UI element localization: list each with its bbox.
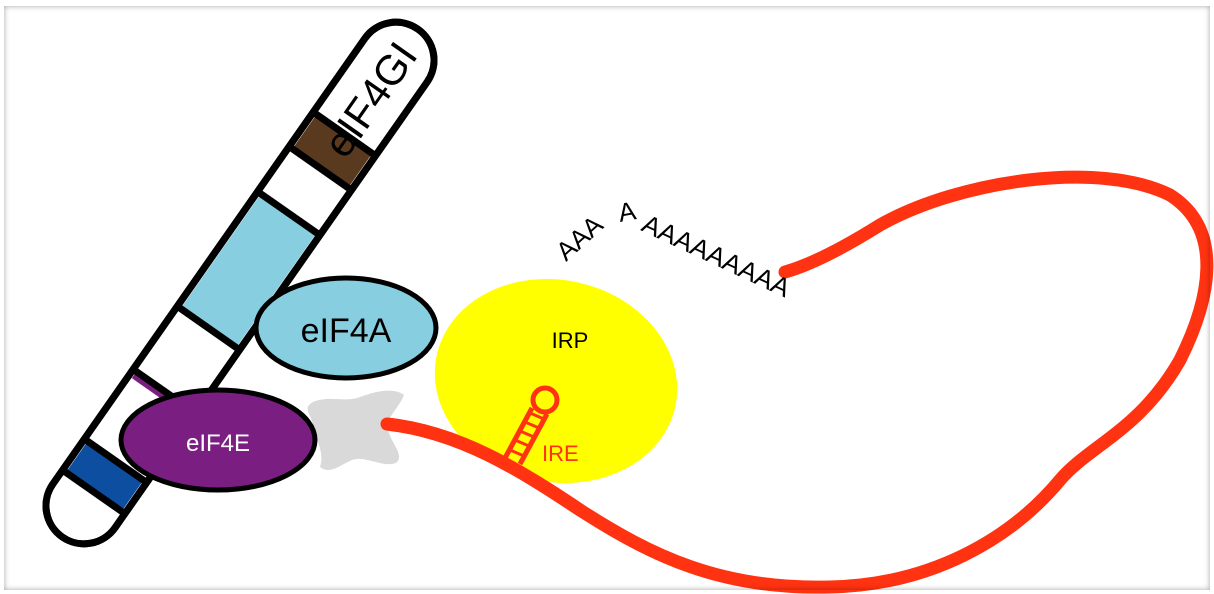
ire-label: IRE <box>542 441 579 466</box>
eif4e-label: eIF4E <box>186 430 250 457</box>
segment-brown <box>292 114 373 188</box>
polya-tail-part3: AAAAAAAAA <box>637 208 795 303</box>
polya-tail-part1: AAA <box>550 209 609 267</box>
irp-protein <box>434 279 678 483</box>
cap-blob-icon <box>307 390 404 470</box>
eif4a-protein <box>253 275 439 381</box>
segment-light-blue <box>180 193 317 348</box>
mrna-strand-front <box>380 417 587 517</box>
eif4e-protein <box>118 387 318 493</box>
mrna-strand <box>380 170 1214 594</box>
eif4a-label: eIF4A <box>301 312 392 350</box>
polya-tail-part2: A <box>616 195 639 228</box>
irp-label: IRP <box>552 328 589 353</box>
ire-hairpin-icon <box>502 385 560 466</box>
segment-dark-blue <box>65 441 144 512</box>
